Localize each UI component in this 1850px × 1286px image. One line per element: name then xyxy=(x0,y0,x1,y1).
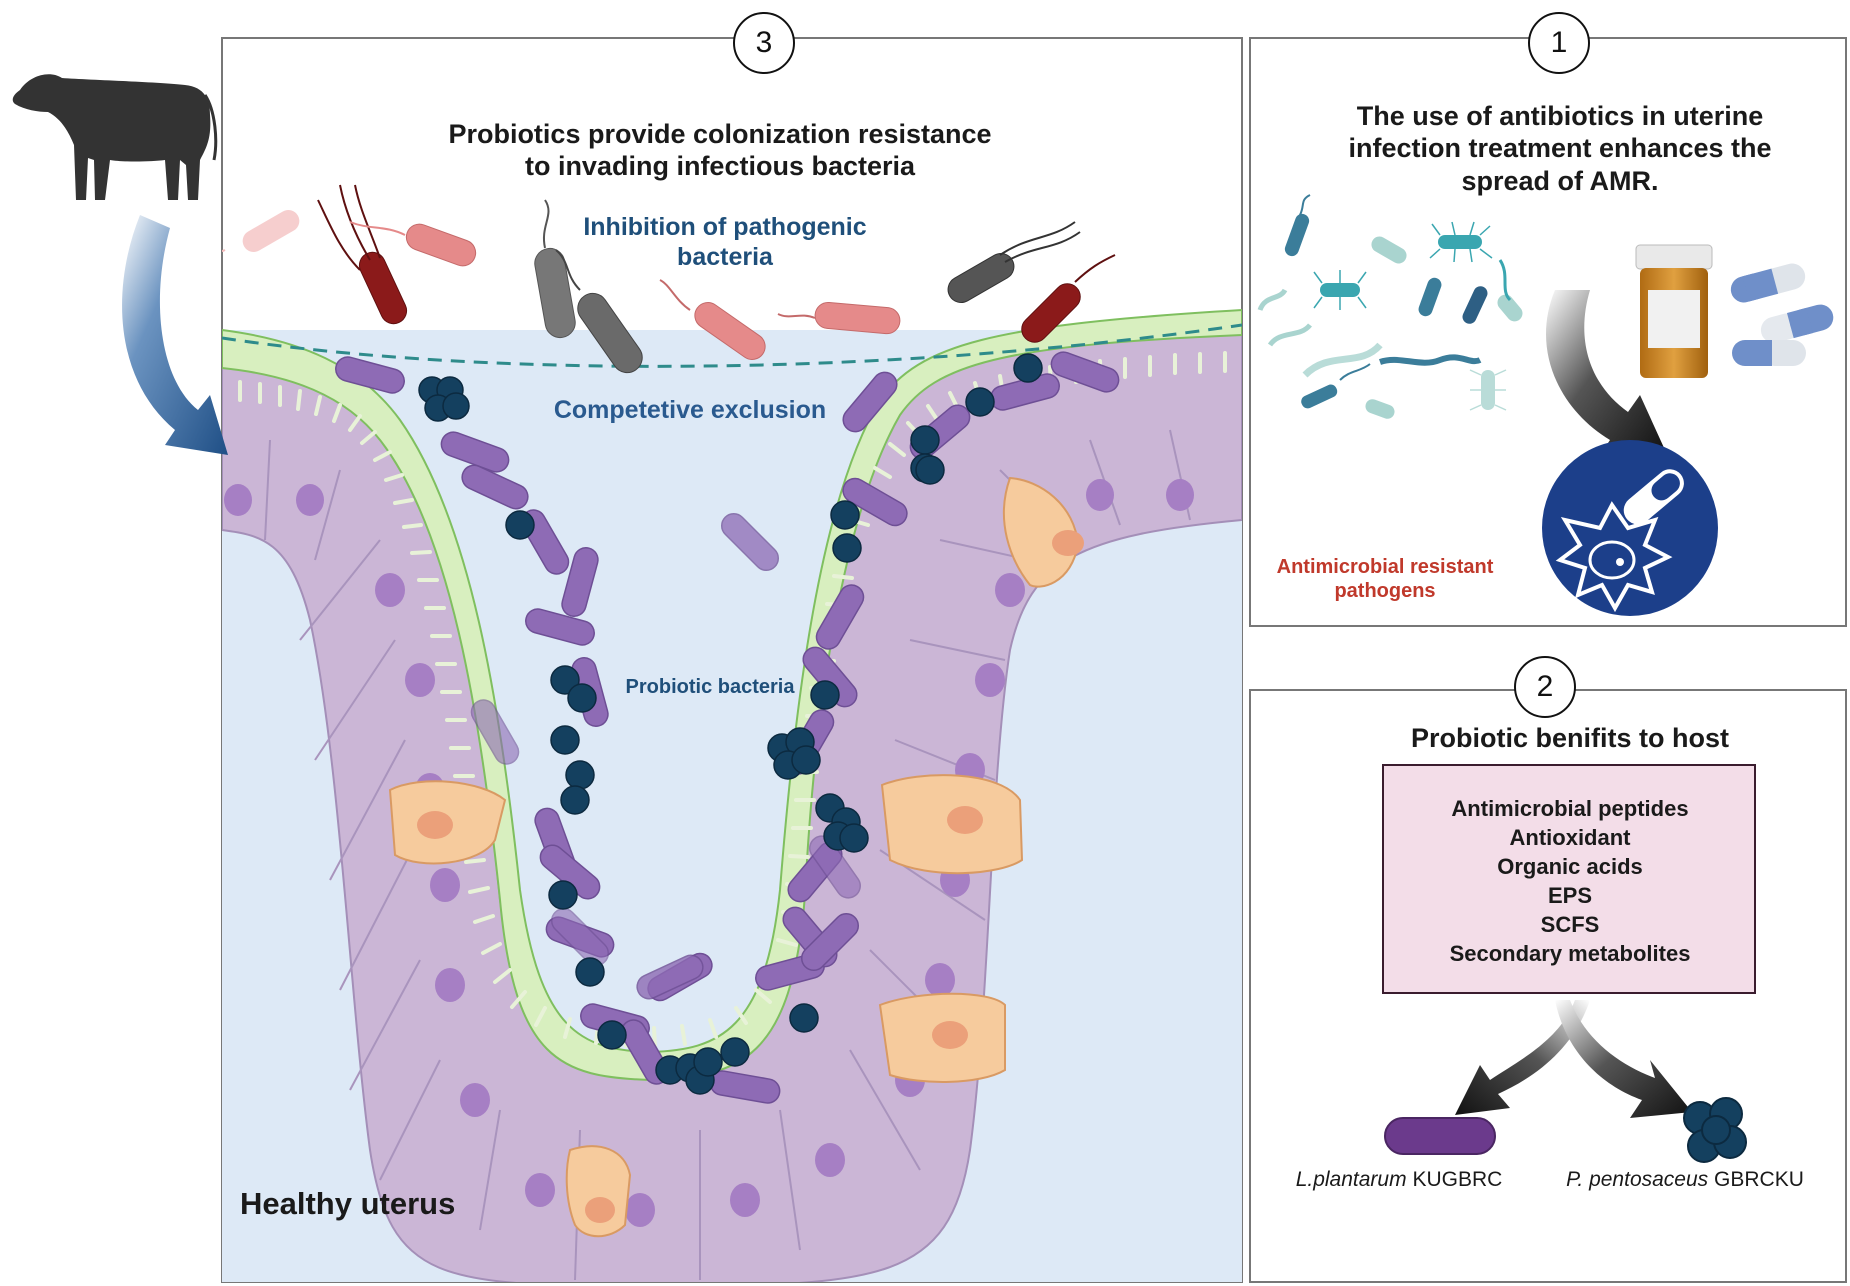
panel-3-title-line1: Probiotics provide colonization resistan… xyxy=(448,119,992,149)
panel-2-number: 2 xyxy=(1514,656,1576,718)
strain-1-species: L.plantarum xyxy=(1295,1168,1407,1191)
arrow-right-icon xyxy=(1555,1000,1692,1118)
benefit-item: SCFS xyxy=(1540,912,1600,937)
capsule-icons xyxy=(1730,263,1834,366)
mucus-layer xyxy=(222,308,1242,1082)
amr-pathogens-line2: pathogens xyxy=(1334,580,1436,602)
panel-3-title-line2: to invading infectious bacteria xyxy=(524,151,916,182)
panel-3-number: 3 xyxy=(733,12,795,74)
panel-3-title: Probiotics provide colonization resistan… xyxy=(400,118,1040,183)
secretory-cells xyxy=(388,476,1084,1238)
strain-1-code: KUGBRC xyxy=(1412,1168,1503,1191)
strain-2-label: P. pentosaceus GBRCKU xyxy=(1530,1167,1840,1192)
exclusion-boundary-line xyxy=(222,323,1242,368)
probiotic-bacteria-label: Probiotic bacteria xyxy=(625,676,795,698)
panel-1 xyxy=(1249,37,1847,627)
curved-arrow-dark-icon xyxy=(1546,290,1665,455)
healthy-uterus-label: Healthy uterus xyxy=(240,1186,456,1221)
antimicrobial-resistance-icon xyxy=(1542,440,1718,616)
probiotic-cocci xyxy=(418,353,1043,1095)
panel-3 xyxy=(221,37,1243,1283)
inhibition-label: Inhibition of pathogenic bacteria xyxy=(545,212,905,272)
benefits-list: Antimicrobial peptides Antioxidant Organ… xyxy=(1390,794,1750,968)
amr-bacteria-cluster xyxy=(1257,194,1523,419)
panel-1-title-line1: The use of antibiotics in uterine xyxy=(1356,101,1764,131)
cow-icon xyxy=(12,74,218,200)
benefits-box xyxy=(1382,764,1756,994)
pathogenic-bacteria xyxy=(222,184,1116,374)
panel-2 xyxy=(1249,689,1847,1283)
benefit-item: Antioxidant xyxy=(1509,825,1631,850)
probiotic-rods xyxy=(335,351,1120,1104)
panel-2-title: Probiotic benifits to host xyxy=(1411,723,1729,753)
arrow-left-icon xyxy=(1455,1000,1590,1115)
pill-bottle-icon xyxy=(1635,244,1713,378)
benefit-item: EPS xyxy=(1547,883,1593,908)
p-pentosaceus-tetrad-icon xyxy=(1683,1097,1747,1163)
panel-1-title-line3: spread of AMR. xyxy=(1461,165,1659,196)
panel-1-title: The use of antibiotics in uterine infect… xyxy=(1300,100,1820,197)
curved-arrow-icon xyxy=(122,215,228,455)
strain-2-code: GBRCKU xyxy=(1714,1168,1804,1191)
benefit-item: Antimicrobial peptides xyxy=(1451,796,1689,821)
strain-2-species: P. pentosaceus xyxy=(1566,1168,1709,1191)
panel-1-number: 1 xyxy=(1528,12,1590,74)
inhibition-label-line2: bacteria xyxy=(677,243,773,271)
amr-pathogens-label: Antimicrobial resistant pathogens xyxy=(1245,555,1525,603)
amr-pathogens-line1: Antimicrobial resistant xyxy=(1276,556,1494,578)
benefit-item: Organic acids xyxy=(1497,854,1643,879)
strain-1-label: L.plantarum KUGBRC xyxy=(1268,1167,1530,1192)
l-plantarum-rod-icon xyxy=(1384,1117,1496,1155)
benefit-item: Secondary metabolites xyxy=(1449,941,1691,966)
inhibition-label-line1: Inhibition of pathogenic xyxy=(583,213,867,241)
panel-1-title-line2: infection treatment enhances the xyxy=(1348,133,1772,164)
competitive-exclusion-label: Competetive exclusion xyxy=(553,396,827,424)
